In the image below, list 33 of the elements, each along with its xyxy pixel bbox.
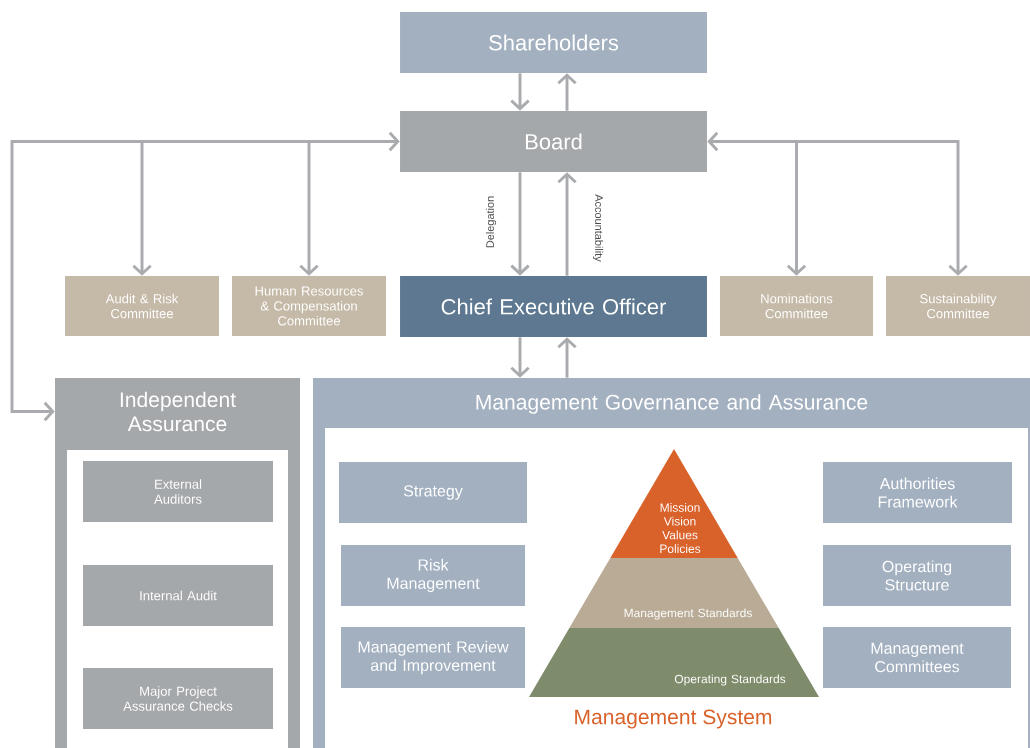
pyramid-tier: Mission Vision Values Policies [610, 449, 738, 558]
board-box: Board [400, 110, 707, 173]
shareholders-box: Shareholders [400, 11, 707, 74]
committee-box: Audit & Risk Committee [65, 276, 219, 336]
ceo-box: Chief Executive Officer [400, 275, 707, 338]
arrow [707, 131, 968, 276]
edge-label: Delegation [484, 194, 498, 250]
process-box: Operating Structure [823, 544, 1011, 607]
arrow [510, 73, 530, 111]
arrow [132, 141, 152, 276]
arrow [299, 141, 319, 276]
assurance-box: Major Project Assurance Checks [83, 667, 273, 730]
arrow [510, 337, 530, 378]
pyramid-caption: Management System [575, 709, 772, 729]
edge-label: Accountability [591, 192, 605, 264]
process-box: Strategy [339, 461, 527, 524]
committee-box: Nominations Committee [720, 276, 874, 336]
committee-box: Sustainability Committee [886, 276, 1030, 336]
arrow [510, 172, 530, 276]
pyramid-tier: Management Standards [569, 558, 779, 628]
arrow [10, 131, 400, 422]
assurance-box: Internal Audit [83, 564, 273, 627]
process-box: Management Committees [823, 626, 1011, 689]
arrow [557, 73, 577, 111]
arrow [557, 337, 577, 378]
arrow [786, 141, 807, 276]
assurance-box: External Auditors [83, 460, 273, 523]
committee-box: Human Resources & Compensation Committee [232, 276, 386, 336]
pyramid-tier: Operating Standards [529, 628, 819, 697]
process-box: Authorities Framework [822, 461, 1013, 524]
process-box: Risk Management [341, 544, 525, 607]
arrow [557, 172, 577, 276]
process-box: Management Review and Improvement [341, 626, 525, 689]
